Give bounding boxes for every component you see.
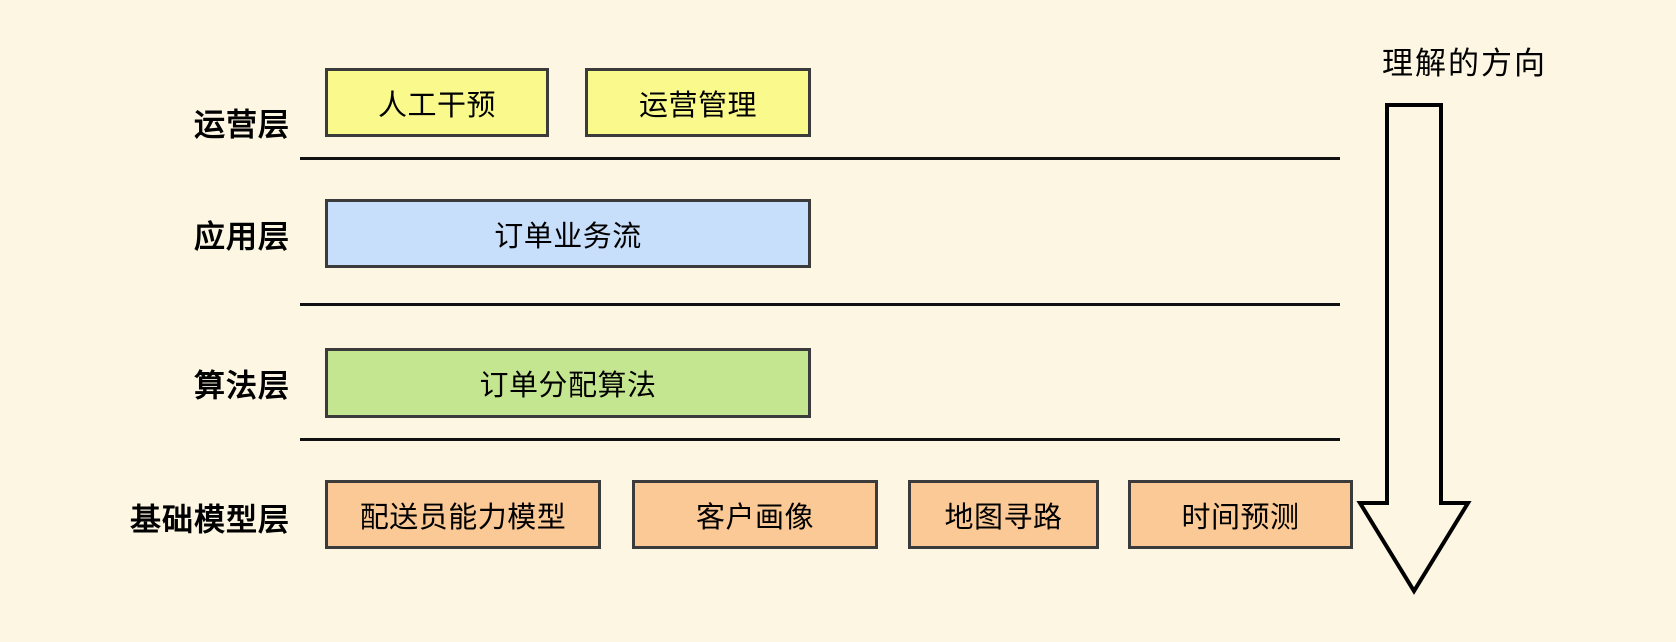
understanding-direction-arrow xyxy=(1355,103,1475,595)
layer-divider-2 xyxy=(300,303,1340,306)
node-map-routing[interactable]: 地图寻路 xyxy=(908,480,1099,549)
layer-label-base-model: 基础模型层 xyxy=(130,502,290,539)
node-courier-capability-model[interactable]: 配送员能力模型 xyxy=(325,480,601,549)
node-order-business-flow[interactable]: 订单业务流 xyxy=(325,199,811,268)
node-customer-profile[interactable]: 客户画像 xyxy=(632,480,878,549)
layer-divider-1 xyxy=(300,157,1340,160)
node-time-prediction[interactable]: 时间预测 xyxy=(1128,480,1353,549)
node-manual-intervention[interactable]: 人工干预 xyxy=(325,68,549,137)
layer-label-application: 应用层 xyxy=(194,219,290,256)
node-order-allocation-algorithm[interactable]: 订单分配算法 xyxy=(325,348,811,418)
layer-divider-3 xyxy=(300,438,1340,441)
node-operations-management[interactable]: 运营管理 xyxy=(585,68,811,137)
layer-label-operations: 运营层 xyxy=(194,107,290,144)
down-arrow-icon xyxy=(1356,103,1472,595)
arrow-label-understanding-direction: 理解的方向 xyxy=(1382,46,1547,82)
layer-label-algorithm: 算法层 xyxy=(194,368,290,405)
